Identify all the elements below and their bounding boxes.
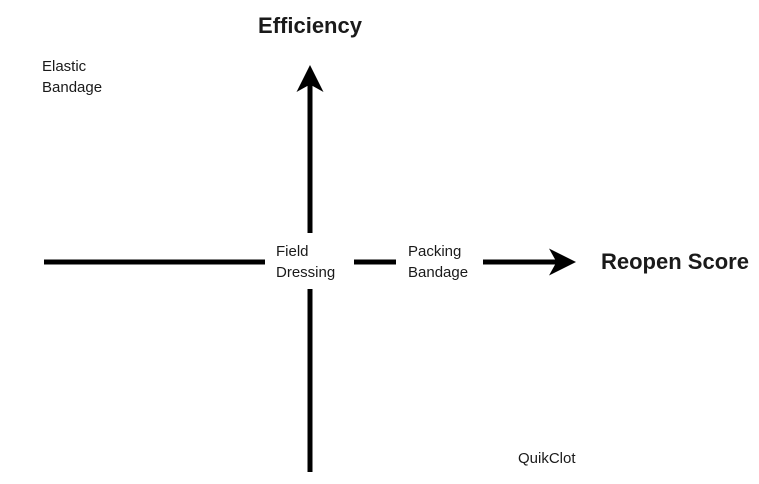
item-label-elastic-bandage: Elastic Bandage (42, 58, 103, 96)
item-label-quikclot: QuikClot (518, 450, 576, 467)
y-axis-title: Efficiency (258, 13, 362, 38)
item-label-packing-bandage: Packing Bandage (396, 233, 483, 289)
x-axis-arrowhead-icon (549, 248, 576, 276)
y-axis-arrowhead-icon (296, 65, 324, 92)
x-axis-title: Reopen Score (601, 249, 749, 274)
item-label-field-dressing: Field Dressing (265, 233, 354, 289)
